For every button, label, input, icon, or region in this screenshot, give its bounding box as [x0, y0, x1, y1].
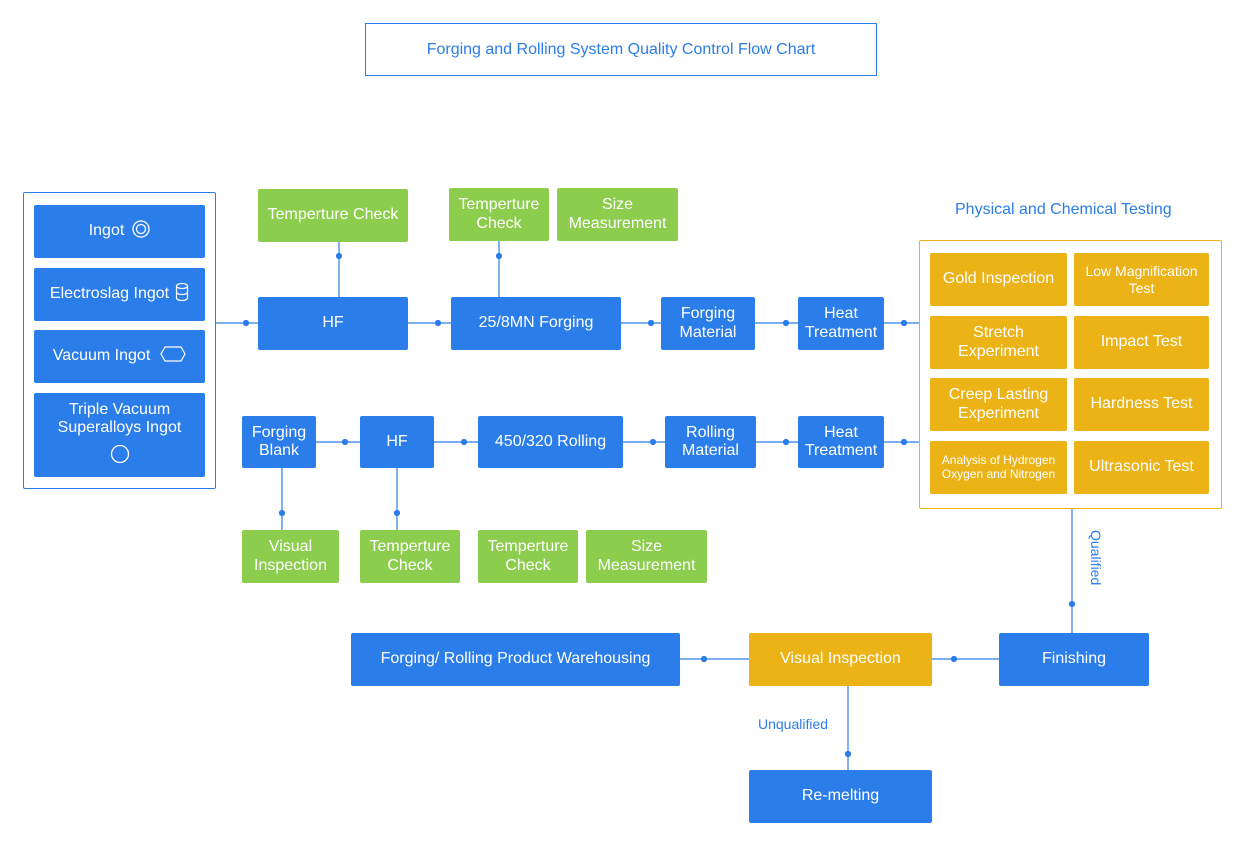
forging-size-measurement: Size Measurement	[557, 188, 678, 241]
test-low-magnification: Low Magnification Test	[1074, 253, 1209, 306]
test-ultrasonic: Ultrasonic Test	[1074, 441, 1209, 494]
rolling-hf-box: HF	[360, 416, 434, 468]
test-stretch-experiment: Stretch Experiment	[930, 316, 1067, 369]
forging-heat-treatment-box: Heat Treatment	[798, 297, 884, 350]
forging-box: 25/8MN Forging	[451, 297, 621, 350]
hf-temperature-check: Temperture Check	[258, 189, 408, 242]
testing-panel	[919, 240, 1222, 509]
forging-hf-box: HF	[258, 297, 408, 350]
ingot-box: Ingot	[34, 205, 205, 258]
rolling-material-box: Rolling Material	[665, 416, 756, 468]
cylinder-icon	[175, 282, 189, 307]
triple-vacuum-ingot-box: Triple Vacuum Superalloys Ingot	[34, 393, 205, 477]
triple-vacuum-ingot-label: Triple Vacuum Superalloys Ingot	[57, 400, 182, 437]
rolling-size-measurement: Size Measurement	[586, 530, 707, 583]
qualified-label: Qualified	[1088, 530, 1104, 586]
test-creep-lasting: Creep Lasting Experiment	[930, 378, 1067, 431]
ingot-panel	[23, 192, 216, 489]
unqualified-label: Unqualified	[758, 716, 829, 732]
blank-visual-inspection: Visual Inspection	[242, 530, 339, 583]
rolling-temperature-check: Temperture Check	[478, 530, 578, 583]
page-title: Forging and Rolling System Quality Contr…	[365, 23, 877, 76]
electroslag-ingot-label: Electroslag Ingot	[49, 285, 170, 303]
test-hydrogen-oxygen-nitrogen: Analysis of Hydrogen Oxygen and Nitrogen	[930, 441, 1067, 494]
rolling-hf-temperature-check: Temperture Check	[360, 530, 460, 583]
ingot-label: Ingot	[88, 222, 125, 240]
vacuum-ingot-label: Vacuum Ingot	[52, 347, 151, 365]
forging-blank-box: Forging Blank	[242, 416, 316, 468]
warehousing-box: Forging/ Rolling Product Warehousing	[351, 633, 680, 686]
testing-title: Physical and Chemical Testing	[955, 201, 1172, 218]
hexagon-icon	[160, 346, 186, 367]
remelting-box: Re-melting	[749, 770, 932, 823]
forging-material-box: Forging Material	[661, 297, 755, 350]
rolling-box: 450/320 Rolling	[478, 416, 623, 468]
test-hardness: Hardness Test	[1074, 378, 1209, 431]
finishing-box: Finishing	[999, 633, 1149, 686]
rolling-heat-treatment-box: Heat Treatment	[798, 416, 884, 468]
circle-icon	[110, 444, 130, 469]
test-gold-inspection: Gold Inspection	[930, 253, 1067, 306]
concentric-circle-icon	[132, 220, 150, 243]
vacuum-ingot-box: Vacuum Ingot	[34, 330, 205, 383]
test-impact: Impact Test	[1074, 316, 1209, 369]
final-visual-inspection-box: Visual Inspection	[749, 633, 932, 686]
forging-temperature-check: Temperture Check	[449, 188, 549, 241]
electroslag-ingot-box: Electroslag Ingot	[34, 268, 205, 321]
